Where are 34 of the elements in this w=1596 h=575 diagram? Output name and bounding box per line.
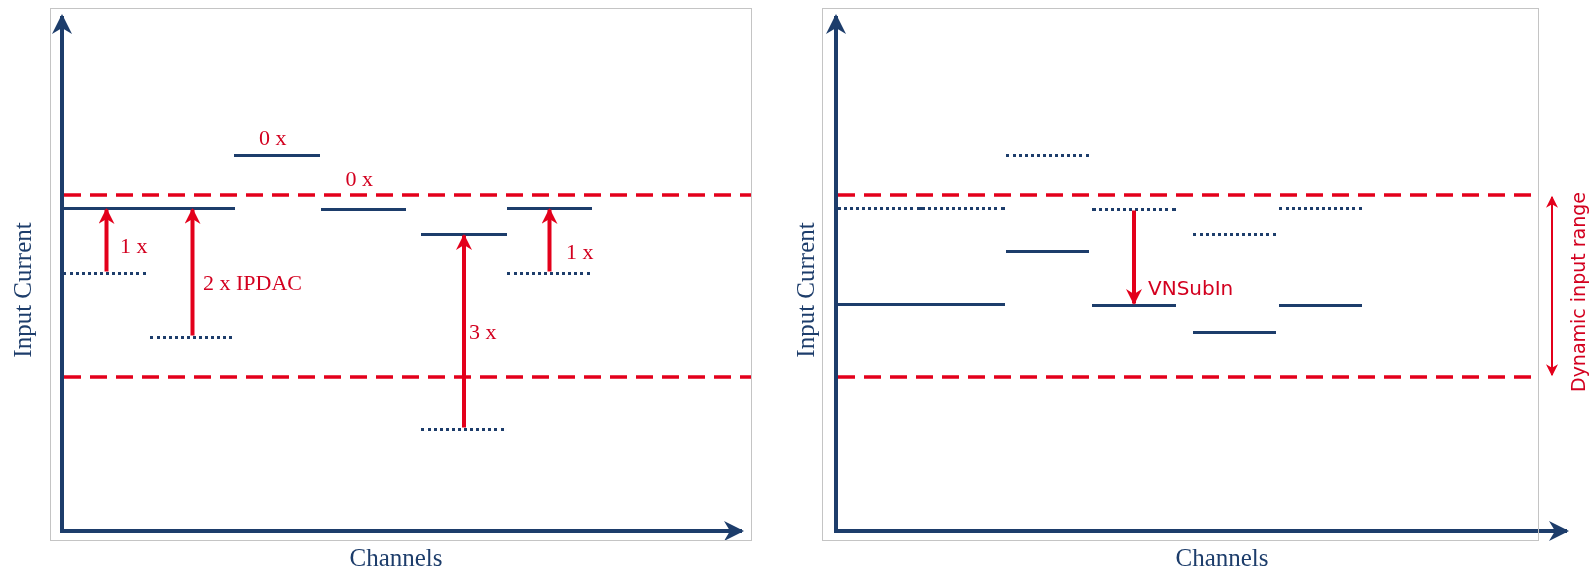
range-label: Dynamic input range xyxy=(1567,192,1589,392)
level-line xyxy=(63,206,150,210)
axis-title: Channels xyxy=(1175,544,1269,572)
arrow xyxy=(184,207,201,336)
dotted-level-line xyxy=(63,271,146,275)
level-line xyxy=(921,302,1005,306)
level-line xyxy=(1006,249,1089,253)
dotted-level-line xyxy=(837,206,921,210)
level-label: 0 x xyxy=(345,166,373,192)
arrow xyxy=(456,233,472,428)
level-label: 0 x xyxy=(259,125,287,151)
level-line xyxy=(507,206,592,210)
level-line xyxy=(150,206,235,210)
axis-title: Input Current xyxy=(791,222,820,358)
axis-title: Input Current xyxy=(8,222,37,358)
dotted-level-line xyxy=(1092,207,1176,211)
arrow xyxy=(541,207,558,272)
level-line xyxy=(1279,303,1362,307)
arrow xyxy=(98,207,115,272)
level-line xyxy=(1092,303,1176,307)
dotted-level-line xyxy=(1006,153,1089,157)
level-line xyxy=(421,232,507,236)
dotted-level-line xyxy=(150,335,232,339)
dotted-level-line xyxy=(421,427,504,431)
level-line xyxy=(234,153,320,157)
dotted-level-line xyxy=(1279,206,1362,210)
axis-title: Channels xyxy=(349,544,443,572)
level-line xyxy=(321,207,406,211)
dotted-level-line xyxy=(507,271,590,275)
dotted-level-line xyxy=(921,206,1005,210)
level-line xyxy=(1193,330,1276,334)
level-line xyxy=(837,302,921,306)
dotted-level-line xyxy=(1193,232,1276,236)
arrow xyxy=(1126,210,1142,306)
